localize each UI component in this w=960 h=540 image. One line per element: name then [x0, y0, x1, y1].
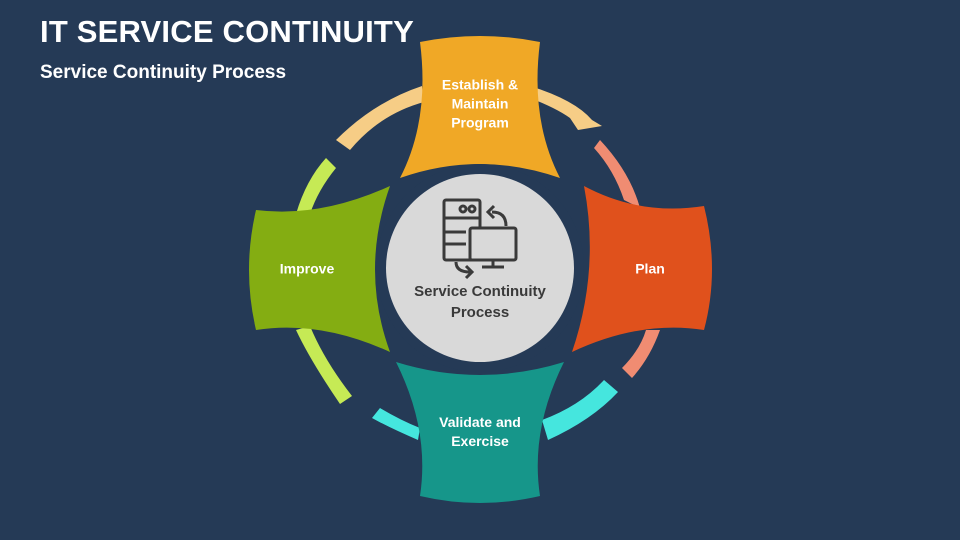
arrow-establish-upper — [336, 86, 424, 150]
step-shape-plan[interactable] — [572, 186, 712, 352]
page-subtitle: Service Continuity Process — [40, 62, 287, 83]
arrow-improve-lower — [372, 408, 420, 440]
arrow-establish-to-plan — [530, 86, 602, 130]
arrow-improve-to-establish — [296, 326, 352, 404]
arrow-improve-upper — [296, 158, 336, 214]
arrow-plan-to-validate-lower — [622, 330, 660, 378]
server-monitor-sync-icon — [442, 198, 518, 280]
step-label-plan: Plan — [635, 260, 665, 277]
step-shape-establish[interactable] — [400, 36, 560, 178]
page-title: IT SERVICE CONTINUITY — [40, 14, 414, 49]
step-label-improve: Improve — [279, 260, 335, 277]
arrow-plan-to-validate — [594, 140, 640, 208]
center-label: Service Continuity Process — [414, 283, 546, 321]
step-shape-improve[interactable] — [249, 186, 390, 352]
arrow-validate-to-improve — [542, 380, 618, 440]
step-label-validate: Validate and Exercise — [439, 414, 521, 449]
step-shape-validate[interactable] — [396, 362, 564, 503]
step-label-establish: Establish & Maintain Program — [441, 76, 519, 131]
center-circle — [386, 174, 574, 362]
